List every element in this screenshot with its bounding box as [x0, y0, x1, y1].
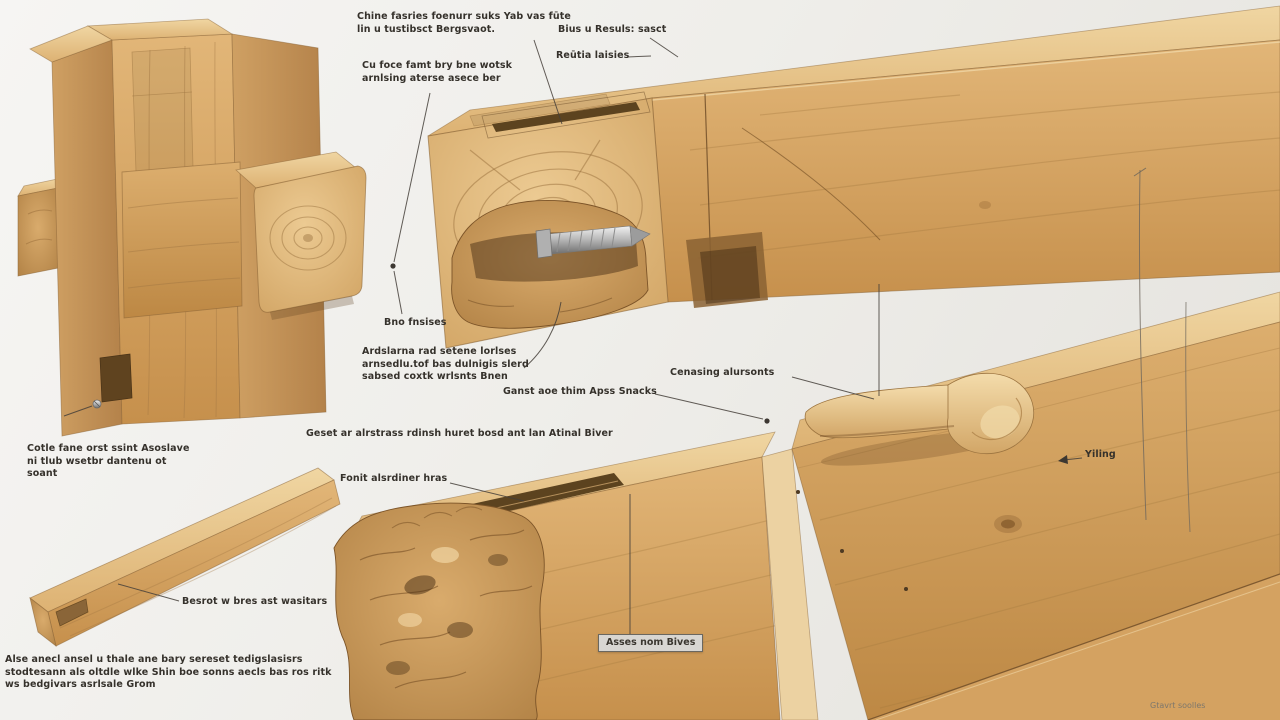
leader-dot: [764, 418, 770, 424]
callout-rail: Besrot w bres ast wasitars: [182, 596, 327, 609]
callout-line: lin u tustibsct Bergsvaot.: [357, 23, 496, 35]
callout-line: soant: [27, 468, 58, 479]
rail-notch: [55, 598, 89, 627]
callout-line: arnlsing aterse asece ber: [362, 72, 501, 84]
callout-line: ws bedgivars asrlsale Grom: [5, 679, 156, 690]
callout-line: stodtesann als oltdle wlke Shin boe sonn…: [5, 666, 332, 678]
callout-line: ni tlub wsetbr dantenu ot: [27, 455, 167, 467]
callout-yiling: Yiling: [1085, 449, 1116, 462]
callout-flush-bed: Geset ar alrstrass rdinsh huret bosd ant…: [306, 428, 613, 441]
callout-line: Ganst aoe thim Apss Snacks: [503, 386, 657, 397]
callout-line: Cenasing alursonts: [670, 367, 775, 378]
callout-footnote: Alse anecl ansel u thale ane bary serese…: [5, 654, 332, 692]
callout-line: Alse anecl ansel u thale ane bary serese…: [5, 654, 303, 665]
long-rail-illustration: [29, 467, 341, 648]
arrowhead-left-icon: [1058, 455, 1068, 464]
callout-line: Besrot w bres ast wasitars: [182, 596, 328, 607]
callout-front-edge: Fonit alsrdiner hras: [340, 473, 447, 486]
callout-line: Reūtia laisies: [556, 50, 630, 61]
boxed-label: Asses nom Bives: [598, 634, 704, 652]
callout-line: Bius u Resuls: sasct: [558, 24, 667, 35]
carved-end-grain: [333, 502, 545, 720]
callout-line: Chine fasries foenurr suks Yab vas fūte: [357, 11, 571, 22]
callout-line: sabsed coxtk wrlsnts Bnen: [362, 371, 508, 382]
top-mortise-slot: [492, 102, 640, 132]
callout-line: Bno fnsises: [384, 317, 447, 328]
callout-peg-seat: Ganst aoe thim Apss Snacks: [503, 386, 657, 399]
callout-line: Yiling: [1085, 449, 1116, 460]
callout-fastener: Bno fnsises: [384, 317, 447, 330]
callout-line: Cu foce famt bry bne wotsk: [362, 60, 513, 71]
carved-beam-illustration: [333, 431, 819, 720]
beam-cutaway-with-screw-illustration: [427, 5, 1280, 349]
callout-line: Ardslarna rad setene lorlses: [362, 346, 517, 357]
callout-line: Fonit alsrdiner hras: [340, 473, 448, 484]
callout-result: Bius u Resuls: sasct: [558, 24, 666, 37]
leader-dot: [390, 263, 396, 269]
wooden-peg: [804, 372, 1035, 466]
callout-face-cut: Cu foce famt bry bne wotsk arnlsing ater…: [362, 60, 512, 85]
beam-end-grain-face: [253, 165, 367, 313]
callout-hidden-screw: Ardslarna rad setene lorlses arnsedlu.to…: [362, 346, 529, 384]
beam-top-slot: [472, 473, 624, 517]
pegged-beam-illustration: [791, 291, 1280, 720]
mortise-slot: [99, 353, 133, 403]
callout-ridge: Reūtia laisies: [556, 50, 629, 63]
leader-dots: [390, 263, 1068, 464]
leader-lines: [63, 37, 1191, 634]
footer-caption: Gtavrt soolles: [1150, 701, 1206, 710]
callout-line: Geset ar alrstrass rdinsh huret bosd ant…: [306, 428, 613, 439]
callout-top-slot: Chine fasries foenurr suks Yab vas fūte …: [357, 11, 571, 36]
callout-line: arnsedlu.tof bas dulnigis slerd: [362, 358, 529, 370]
callout-centering: Cenasing alursonts: [670, 367, 774, 380]
callout-line: Cotle fane orst ssint Asoslave: [27, 443, 190, 454]
mortise-tenon-post-illustration: [17, 18, 367, 437]
callout-tenon-note: Cotle fane orst ssint Asoslave ni tlub w…: [27, 443, 190, 481]
lag-screw: [535, 225, 651, 259]
